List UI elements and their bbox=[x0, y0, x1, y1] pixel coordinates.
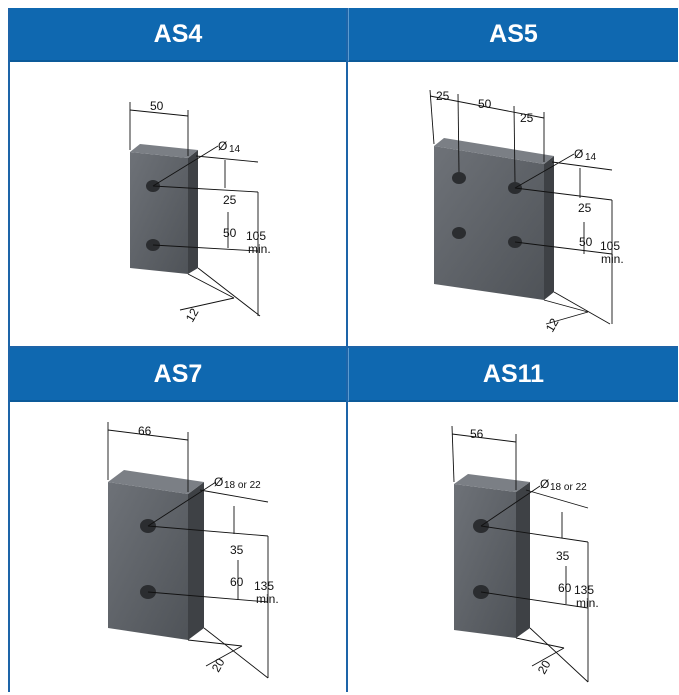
plate-top bbox=[434, 138, 554, 164]
edge-label: 25 bbox=[223, 193, 237, 207]
panel-title: AS4 bbox=[10, 8, 346, 62]
diameter-symbol: Ø bbox=[218, 139, 227, 153]
edge-label: 35 bbox=[556, 549, 570, 563]
plate-side bbox=[188, 482, 204, 640]
panel-title: AS7 bbox=[10, 348, 346, 402]
as5-drawing: 25 50 25 Ø 14 25 50 105 min. 12 bbox=[429, 89, 624, 335]
plate-face bbox=[454, 484, 516, 638]
edge-label: 35 bbox=[230, 543, 244, 557]
plate-grid: AS4 50 Ø 14 bbox=[8, 8, 678, 692]
panel-title: AS11 bbox=[348, 348, 678, 402]
plate-face bbox=[108, 482, 188, 640]
panel-as5: AS5 25 50 25 Ø 14 bbox=[346, 8, 678, 348]
width-label: 50 bbox=[150, 99, 164, 113]
panel-title: AS5 bbox=[348, 8, 678, 62]
hole bbox=[452, 227, 466, 239]
width-label: 66 bbox=[138, 424, 152, 438]
plate-top bbox=[108, 470, 204, 494]
thickness-label: 20 bbox=[535, 658, 554, 677]
width-label: 50 bbox=[478, 97, 492, 111]
as11-drawing: 56 Ø 18 or 22 35 60 135 min. 20 bbox=[451, 425, 599, 683]
as4-drawing: 50 Ø 14 25 50 105 min. 12 bbox=[129, 99, 271, 325]
panel-as7: AS7 66 Ø 18 or 22 bbox=[8, 348, 346, 692]
spacing-label: 60 bbox=[558, 581, 572, 595]
diameter-label: 14 bbox=[585, 152, 597, 163]
as7-drawing: 66 Ø 18 or 22 35 60 135 min. 20 bbox=[107, 422, 279, 679]
diameter-label: 14 bbox=[229, 144, 241, 155]
length-label: 135 bbox=[254, 579, 274, 593]
length-label: 135 bbox=[574, 583, 594, 597]
spacing-label: 50 bbox=[579, 235, 593, 249]
length-label: 105 bbox=[600, 239, 620, 253]
min-label: min. bbox=[576, 596, 599, 610]
edge-right-label: 25 bbox=[520, 111, 534, 125]
panel-as4: AS4 50 Ø 14 bbox=[8, 8, 346, 348]
plate-top bbox=[130, 144, 198, 158]
diameter-symbol: Ø bbox=[540, 477, 549, 491]
hole bbox=[452, 172, 466, 184]
plate-top bbox=[454, 474, 530, 492]
diameter-symbol: Ø bbox=[214, 475, 223, 489]
min-label: min. bbox=[601, 252, 624, 266]
diameter-label: 18 or 22 bbox=[550, 482, 587, 493]
plate-side bbox=[516, 482, 530, 638]
panel-as11: AS11 56 Ø 18 or 22 bbox=[346, 348, 678, 692]
diameter-label: 18 or 22 bbox=[224, 480, 261, 491]
thickness-label: 12 bbox=[183, 306, 202, 325]
width-label: 56 bbox=[470, 427, 484, 441]
edge-left-label: 25 bbox=[436, 89, 450, 103]
plate-face bbox=[130, 152, 188, 274]
plate-side bbox=[188, 150, 198, 274]
min-label: min. bbox=[248, 242, 271, 256]
edge-label: 25 bbox=[578, 201, 592, 215]
plate-side bbox=[544, 156, 554, 300]
spacing-label: 60 bbox=[230, 575, 244, 589]
diameter-symbol: Ø bbox=[574, 147, 583, 161]
spacing-label: 50 bbox=[223, 226, 237, 240]
length-label: 105 bbox=[246, 229, 266, 243]
min-label: min. bbox=[256, 592, 279, 606]
thickness-label: 12 bbox=[543, 316, 562, 335]
thickness-label: 20 bbox=[209, 656, 228, 675]
plate-face bbox=[434, 146, 544, 300]
